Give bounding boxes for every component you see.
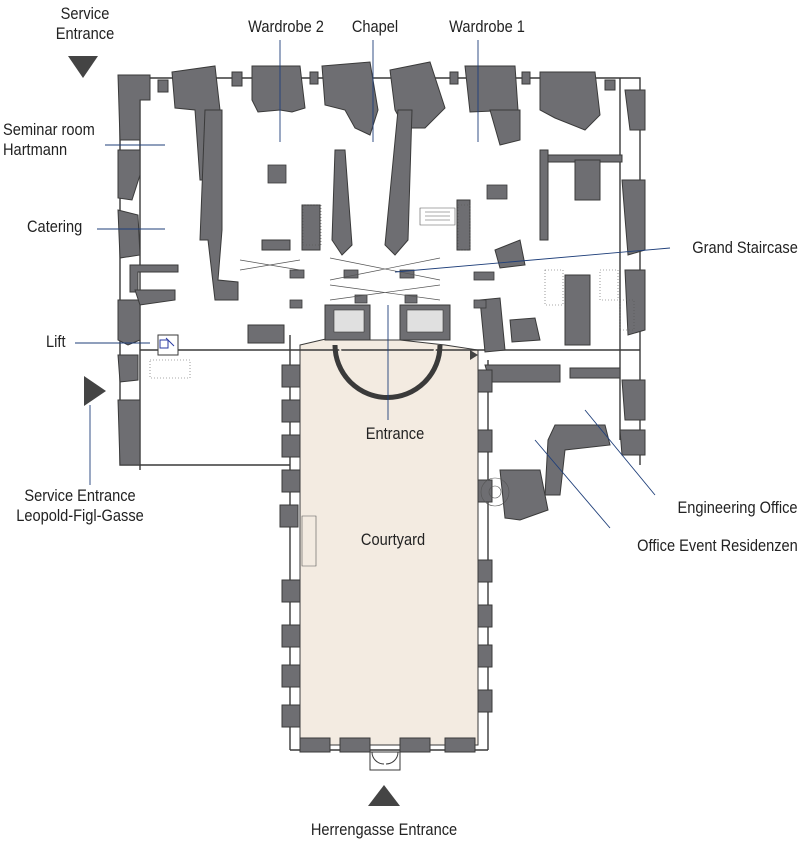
service-entrance-top-arrow [68,56,98,78]
seminar-room-line1: Seminar room [3,120,95,139]
label-service-entrance-top: Service Entrance [46,4,123,44]
staircases [149,204,635,567]
label-entrance: Entrance [365,424,425,443]
courtyard-pilasters [279,364,493,753]
side-door-arrow [470,350,478,360]
interior-walls [199,109,623,301]
service-entrance-top-line2: Entrance [55,24,115,43]
left-wing-walls [117,149,285,466]
label-wardrobe-1: Wardrobe 1 [449,17,525,36]
direction-arrows [68,56,478,806]
label-catering: Catering [27,217,83,236]
label-office-event: Office Event Residenzen [637,536,798,555]
lift-shaft [157,334,179,356]
label-grand-staircase: Grand Staircase [692,238,798,257]
leader-lines [75,40,671,529]
service-entrance-left-arrow [84,376,106,406]
right-wing-walls [479,89,646,521]
seminar-room-line2: Hartmann [3,140,68,159]
herrengasse-entrance-arrow [368,785,400,806]
label-lift: Lift [46,332,66,351]
entrance-apse [324,304,451,400]
service-entrance-top-line1: Service [60,4,110,23]
label-chapel: Chapel [351,17,399,36]
service-entrance-left-line1: Service Entrance [24,486,136,505]
service-entrance-left-line2: Leopold-Figl-Gasse [16,506,144,525]
corridor-lines [239,257,441,301]
label-engineering-office: Engineering Office [677,498,798,517]
label-seminar-room: Seminar room Hartmann [3,120,95,160]
label-herrengasse-entrance: Herrengasse Entrance [310,820,458,839]
corridor-pillars [267,164,508,309]
label-wardrobe-2: Wardrobe 2 [248,17,324,36]
label-service-entrance-left: Service Entrance Leopold-Figl-Gasse [11,486,149,526]
top-facade-walls [117,61,616,181]
herrengasse-gate [369,751,401,771]
label-courtyard: Courtyard [360,530,426,549]
